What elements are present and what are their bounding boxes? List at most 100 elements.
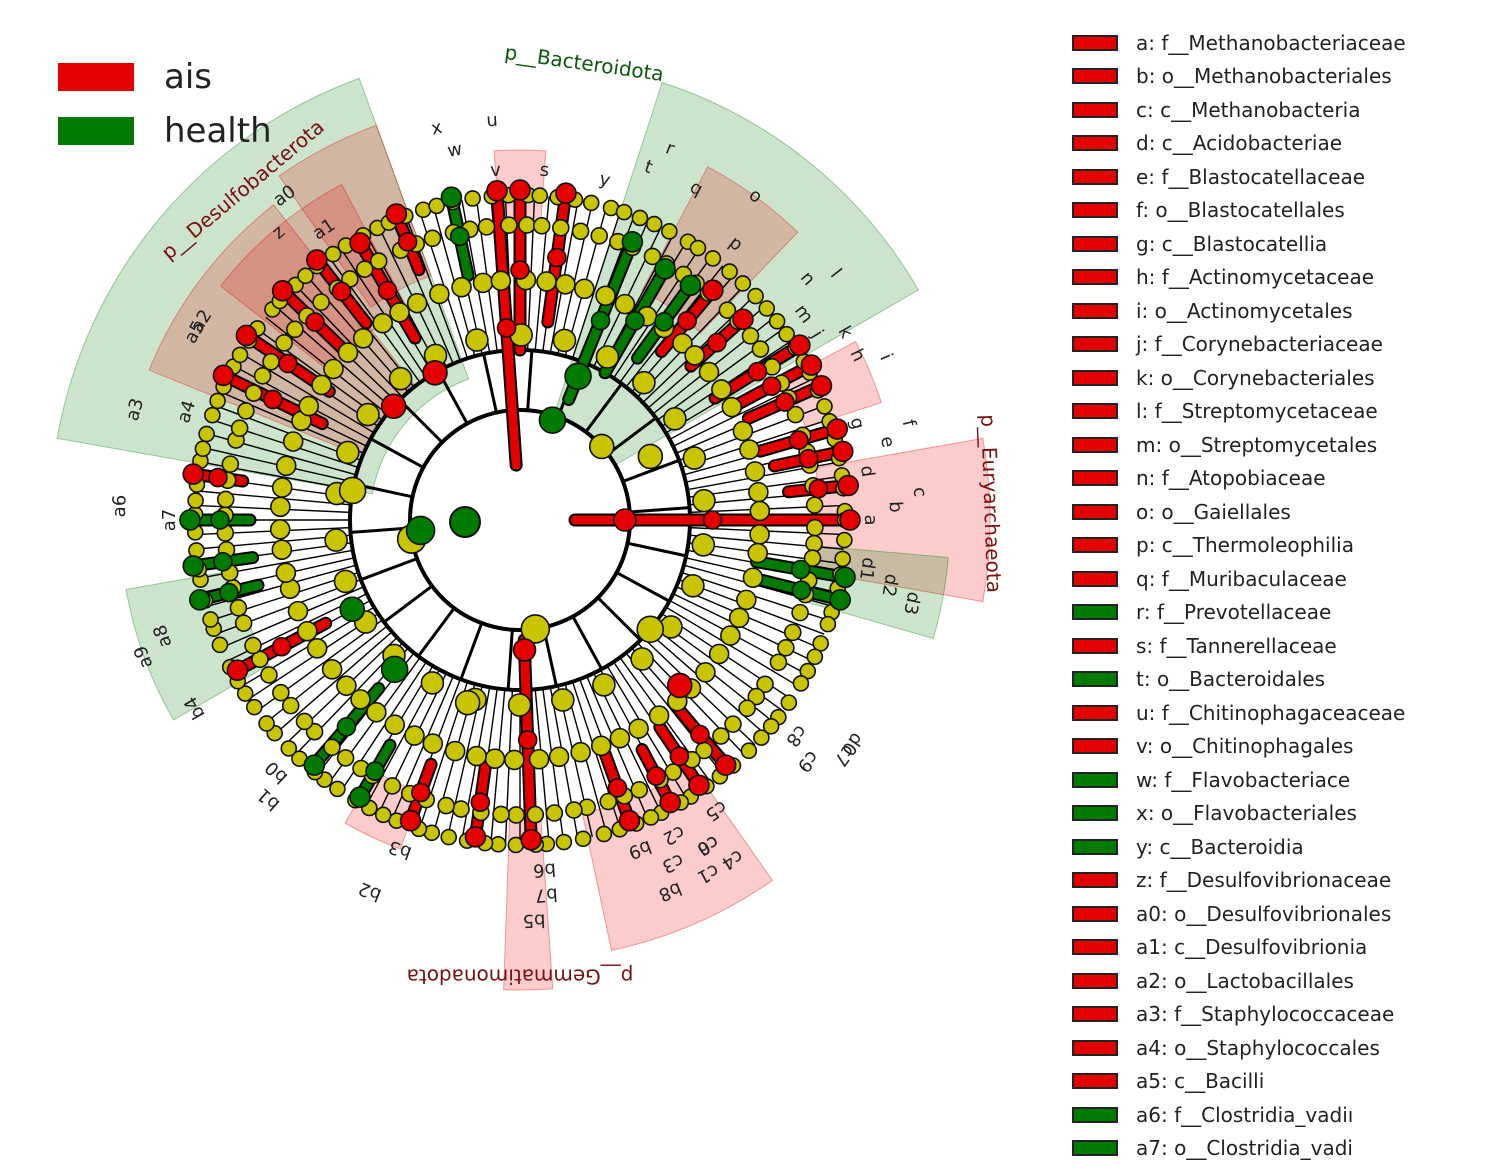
neutral-node [777,639,795,657]
legend-label: a5: c__Bacilli [1136,1069,1265,1094]
health-biomarker-node [213,551,233,572]
ais-biomarker-node [509,179,531,201]
legend-entry: z: f__Desulfovibrionaceae [1072,864,1492,898]
neutral-node [271,539,293,560]
neutral-node [466,745,487,767]
legend-label: b: o__Methanobacteriales [1136,64,1392,89]
neutral-node [684,345,705,366]
neutral-node [504,749,525,771]
ais-biomarker-node [182,463,205,485]
neutral-node [721,263,738,280]
neutral-node [234,614,253,632]
neutral-node [383,777,402,795]
ais-biomarker-node [385,203,408,225]
legend-label: s: f__Tannerellaceae [1136,633,1337,658]
legend-label: a3: f__Staphylococcaceae [1136,1002,1395,1027]
neutral-node [555,274,576,295]
legend-label: y: c__Bacteroidia [1136,834,1304,859]
neutral-node [271,477,293,498]
ais-biomarker-node [271,636,292,657]
neutral-node [630,781,649,799]
ais-biomarker-node [646,766,666,786]
neutral-node [783,623,802,642]
neutral-node [615,203,633,221]
ais-biomarker-node [235,324,258,347]
legend-swatch [1072,671,1118,688]
health-biomarker-node [189,589,211,611]
neutral-node [251,650,269,669]
neutral-node [595,825,613,843]
neutral-node [406,292,428,314]
legend-label: t: o__Bacteroidales [1136,667,1326,692]
neutral-node [507,806,525,824]
neutral-node [306,638,328,659]
legend-entry: a5: c__Bacilli [1072,1065,1492,1099]
neutral-node [834,550,851,568]
legend-label: o: o__Gaiellales [1136,499,1291,524]
neutral-node [548,746,570,768]
health-biomarker-node [538,406,567,434]
legend-entry: r: f__Prevotellaceae [1072,596,1492,630]
ais-biomarker-node [788,430,809,450]
neutral-node [286,320,304,339]
neutral-node [708,643,730,665]
phylum-label: p__Gemmatimonadota [407,965,634,989]
tree-edge [665,606,800,688]
ais-biomarker-node [263,389,283,410]
clade-label: e [876,434,899,449]
legend-entry: g: c__Blastocatellia [1072,227,1492,261]
legend-label: e: f__Blastocatellaceae [1136,164,1366,189]
tree-edge [350,526,411,534]
neutral-node [275,562,297,584]
ais-biomarker-node [837,474,859,497]
legend-entry: a3: f__Staphylococcaceae [1072,998,1492,1032]
neutral-node [451,276,472,298]
ais-biomarker-node [826,418,849,440]
health-biomarker-node [590,310,611,331]
legend-label: q: f__Muribaculaceae [1136,566,1347,591]
neutral-node [609,727,631,749]
legend-swatch [1072,503,1118,520]
clade-label: d [856,464,878,478]
ais-label: ais [164,57,212,97]
legend-entry: w: f__Flavobacteriace [1072,763,1492,797]
neutral-node [374,806,392,824]
tree-edge [360,557,418,582]
legend-entry: f: o__Blastocatellales [1072,194,1492,228]
ais-biomarker-node [555,182,577,205]
clade-label: i [875,351,896,364]
neutral-node [298,395,320,417]
neutral-node [762,717,780,735]
clade-label: g [845,415,868,432]
legend-swatch [1072,537,1118,554]
ais-biomarker-node [798,448,819,469]
legend-entry: a4: o__Staphylococcales [1072,1031,1492,1065]
legend-entry: p: c__Thermoleophilia [1072,529,1492,563]
neutral-node [636,615,665,644]
neutral-node [574,278,595,300]
neutral-node [297,620,318,642]
neutral-node [216,490,235,509]
clade-label: b0 [261,757,292,788]
neutral-node [336,749,355,767]
neutral-node [595,285,616,307]
tree-edge [627,541,687,558]
neutral-node [720,625,741,646]
legend-entry: n: f__Atopobiaceae [1072,462,1492,496]
neutral-node [695,662,716,683]
clade-label: d1 [855,556,879,582]
tree-edge [526,350,534,411]
legend-entry: e: f__Blastocatellaceae [1072,160,1492,194]
legend-swatch [1072,570,1118,587]
neutral-node [198,425,215,443]
clade-label: a7 [159,509,180,531]
neutral-node [769,653,788,672]
neutral-node [333,569,358,594]
legend-swatch [1072,403,1118,420]
neutral-node [531,187,549,204]
ais-biomarker-node [808,478,829,499]
ais-biomarker-node [789,334,811,356]
neutral-node [756,675,774,694]
neutral-node [803,549,822,567]
neutral-node [366,701,387,723]
